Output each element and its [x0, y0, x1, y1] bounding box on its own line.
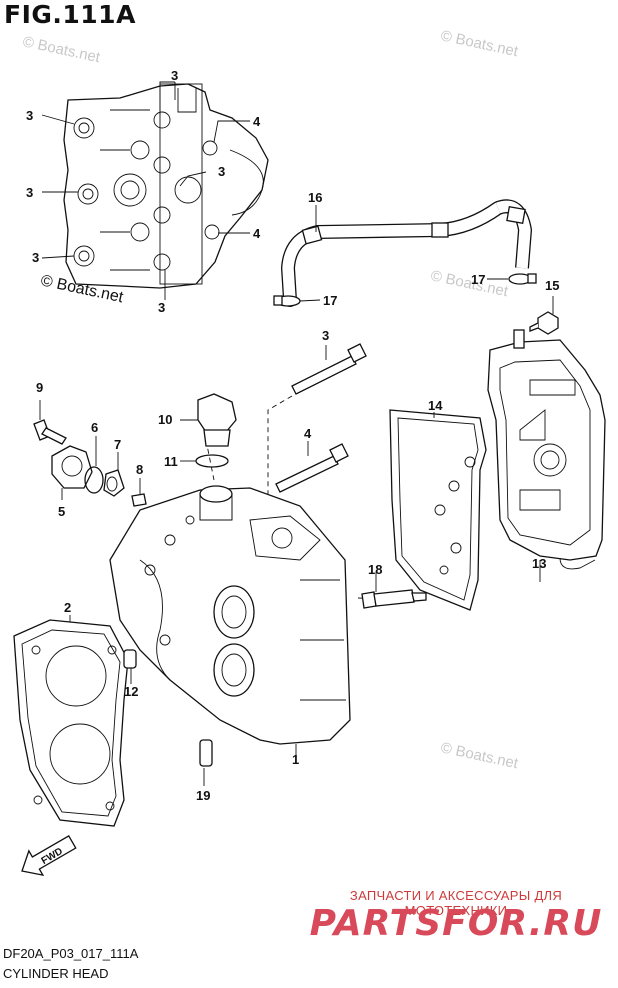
promo-tagline: ЗАПЧАСТИ И АКСЕССУАРЫ ДЛЯ МОТОТЕХНИКИ [349, 888, 563, 918]
callout-1: 1 [292, 752, 299, 767]
watermark: © Boats.net [439, 27, 520, 60]
callout-8: 8 [136, 462, 143, 477]
leader-lines-top [41, 81, 250, 300]
callout-10: 10 [158, 412, 172, 427]
clip-17 [273, 273, 537, 307]
hose-16 [280, 199, 533, 307]
callout-3: 3 [26, 108, 33, 123]
callout-18: 18 [368, 562, 382, 577]
o-ring-6 [84, 436, 104, 494]
spark-plug-18 [361, 572, 427, 609]
callout-2: 2 [64, 600, 71, 615]
o-ring-11 [180, 454, 229, 468]
fwd-label: FWD [40, 846, 65, 867]
callout-3: 3 [171, 68, 178, 83]
callout-12: 12 [124, 684, 138, 699]
callout-3: 3 [322, 328, 329, 343]
head-underside-view [63, 83, 269, 289]
figure-code: DF20A_P03_017_111A [3, 946, 139, 961]
gasket-14 [389, 409, 487, 611]
watermark: © Boats.net [21, 33, 102, 66]
cylinder-head-1 [109, 485, 351, 760]
callout-9: 9 [36, 380, 43, 395]
callout-5: 5 [58, 504, 65, 519]
brand-logo: PARTSFOR.RU [309, 903, 603, 944]
figure-caption: CYLINDER HEAD [3, 966, 109, 981]
callout-11: 11 [164, 454, 178, 469]
thermostat-cover-5 [51, 445, 93, 500]
head-gasket-2 [13, 615, 129, 827]
callout-16: 16 [308, 190, 322, 205]
head-cover-13 [487, 329, 606, 582]
callout-3: 3 [26, 185, 33, 200]
dowel-12 [123, 649, 137, 684]
callout-3: 3 [218, 164, 225, 179]
callout-3: 3 [158, 300, 165, 315]
callout-4: 4 [253, 114, 261, 129]
bolt-9 [33, 400, 67, 445]
fwd-arrow: FWD [21, 835, 77, 877]
watermark: © Boats.net [429, 267, 510, 300]
oil-cap-10 [180, 393, 237, 447]
callout-4: 4 [253, 226, 261, 241]
callout-14: 14 [428, 398, 443, 413]
callout-6: 6 [91, 420, 98, 435]
screw-8 [131, 478, 147, 507]
dowel-19 [199, 739, 213, 786]
watermark: © Boats.net [439, 739, 520, 772]
callout-4: 4 [304, 426, 312, 441]
callout-15: 15 [545, 278, 559, 293]
callout-19: 19 [196, 788, 210, 803]
callout-7: 7 [114, 437, 121, 452]
callout-13: 13 [532, 556, 546, 571]
callouts: 3 3 3 3 3 3 4 4 16 17 17 15 3 9 14 10 6 … [26, 68, 559, 803]
callout-3: 3 [32, 250, 39, 265]
bolt-3-long [291, 343, 367, 395]
thermostat-7 [103, 452, 125, 497]
callout-17: 17 [323, 293, 337, 308]
figure-title: FIG.111A [4, 0, 136, 29]
callout-17: 17 [471, 272, 485, 287]
bolt-15 [529, 296, 559, 335]
bolt-4 [275, 441, 349, 493]
